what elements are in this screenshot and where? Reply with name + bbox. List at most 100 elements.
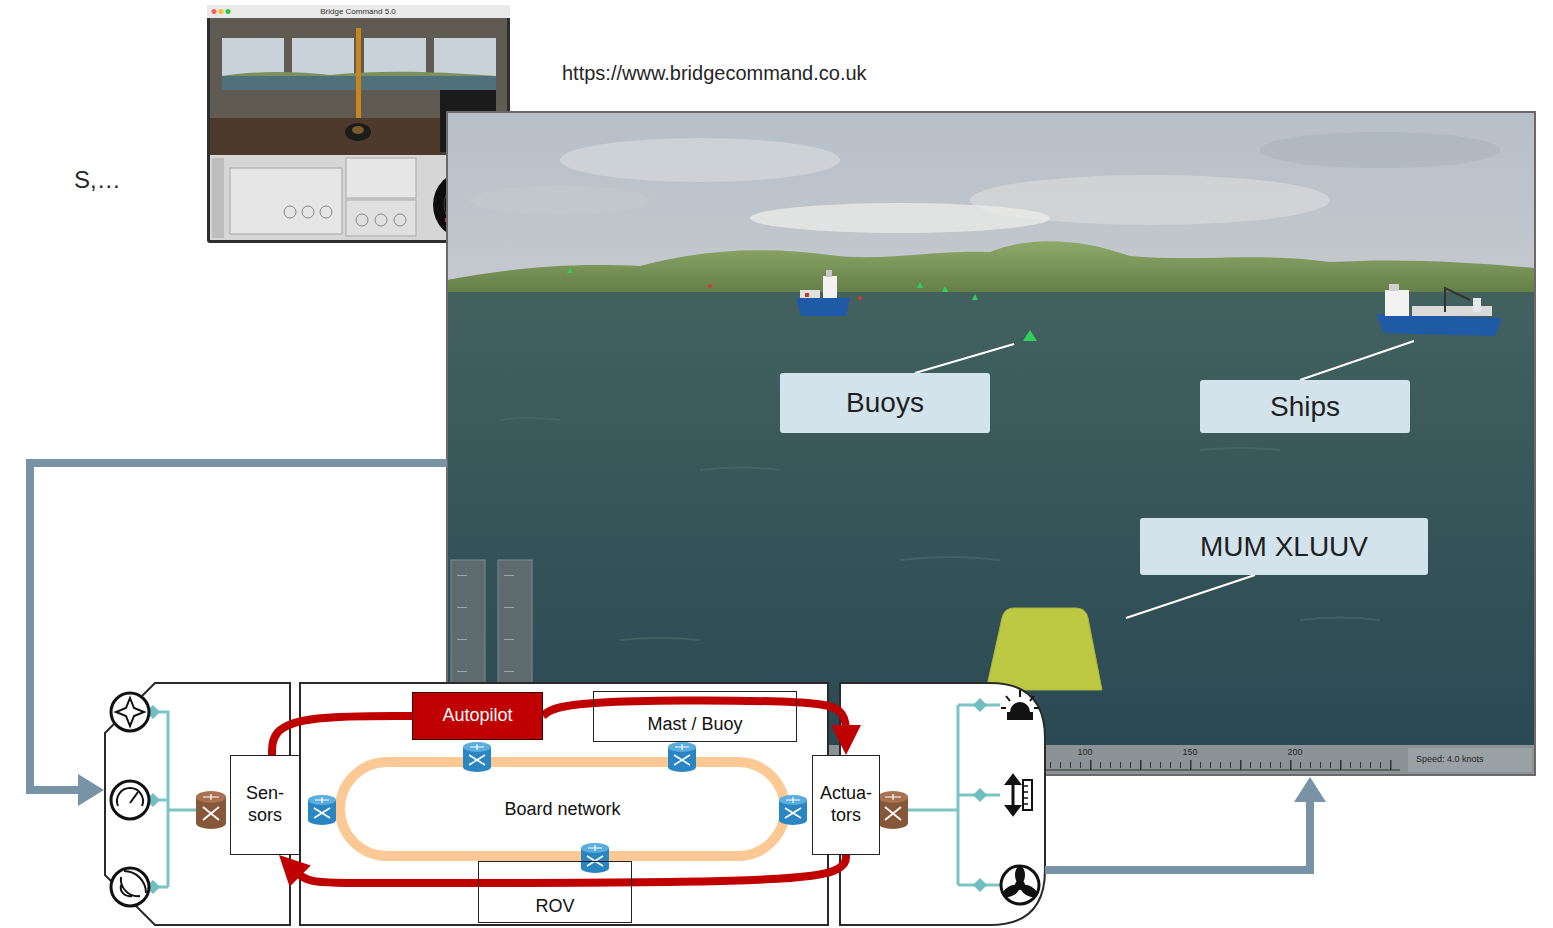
control-loop-arrow [293, 855, 846, 883]
actuators-box: Actua- tors [812, 755, 880, 855]
connector-diamond [973, 698, 987, 892]
simulator-thumbnail [375, 214, 387, 226]
sensor-icon [117, 788, 143, 806]
simulator-view [823, 276, 837, 298]
simulator-thumbnail [212, 9, 217, 14]
sensor-icon [111, 868, 149, 906]
connector-diamond [973, 698, 987, 712]
actuator-icon [1023, 786, 1028, 804]
simulator-thumbnail [346, 158, 416, 198]
switch-icon [463, 742, 491, 772]
simulator-view [708, 284, 712, 288]
simulator-view [826, 270, 832, 277]
autopilot-box: Autopilot [412, 692, 543, 740]
actuator-icon [1020, 884, 1038, 899]
module-box: Mast / Buoy [593, 691, 797, 742]
actuator-icon [1012, 781, 1015, 809]
sensor-icon [116, 698, 144, 726]
simulator-view [1040, 762, 1400, 768]
callout-leader [915, 344, 1014, 373]
sensors-box: Sen- sors [230, 755, 300, 855]
simulator-thumbnail [356, 214, 368, 226]
simulator-view [1040, 770, 1400, 771]
window-title: Bridge Command 5.0 [320, 7, 396, 16]
node-text: ROV [535, 896, 574, 918]
simulator-view [1040, 760, 1400, 770]
simulator-thumbnail [356, 28, 361, 124]
simulation-link-arrow [1045, 802, 1310, 870]
switch-icon [308, 795, 336, 825]
simulator-thumbnail [230, 168, 342, 234]
node-text: Mast / Buoy [647, 714, 742, 736]
network-ring [340, 762, 785, 856]
cut-off-text: S,… [74, 166, 121, 194]
simulator-view [1023, 330, 1037, 341]
actuator-wiring [908, 705, 1000, 885]
simulator-thumbnail [352, 126, 364, 134]
callout-leader [1300, 341, 1414, 380]
sensor-icon [111, 781, 149, 819]
sensor-icon [111, 693, 149, 731]
scale-number: 200 [1287, 747, 1302, 757]
vessel-outline [105, 683, 1045, 925]
simulator-view [800, 290, 820, 298]
url-label: https://www.bridgecommand.co.uk [562, 62, 867, 85]
simulator-view [750, 203, 1050, 233]
actuator-wiring [908, 705, 1000, 885]
simulator-view [1376, 314, 1502, 336]
control-loop-arrow [543, 700, 846, 735]
simulator-view [1385, 290, 1409, 316]
actuator-icon [1002, 884, 1020, 899]
node-text: Buoys [846, 386, 924, 420]
node-text: Sen- sors [236, 783, 294, 826]
simulation-link-arrow [78, 774, 104, 806]
node-text: Actua- tors [817, 783, 875, 826]
sensor-icon [111, 693, 149, 906]
router-icon [196, 791, 226, 829]
sensor-icon [121, 871, 146, 896]
actuator-icon [1001, 690, 1039, 708]
simulator-view [805, 293, 809, 297]
simulator-view [858, 296, 862, 300]
router-icon [878, 791, 908, 829]
actuator-icon [1006, 806, 1020, 815]
simulator-thumbnail [284, 206, 296, 218]
node-text: Ships [1270, 390, 1340, 424]
simulator-view [447, 112, 1535, 775]
callout-box: Buoys [780, 373, 990, 433]
scale-number: 150 [1182, 747, 1197, 757]
actuator-icon [1008, 713, 1032, 719]
switch-icon [779, 795, 807, 825]
simulator-view [1445, 288, 1470, 312]
simulator-thumbnail [320, 206, 332, 218]
simulator-view [942, 286, 948, 292]
simulator-thumbnail [219, 9, 224, 14]
simulator-view [1260, 132, 1500, 168]
actuator-icon [1001, 866, 1039, 904]
sensor-icon [130, 792, 138, 803]
simulator-view [917, 282, 923, 288]
actuator-icon [1011, 703, 1029, 712]
simulator-view [986, 608, 1102, 690]
module-box: ROV [478, 861, 632, 923]
callout-box: MUM XLUUV [1140, 518, 1428, 575]
simulator-view [560, 138, 840, 182]
simulator-thumbnail [302, 206, 314, 218]
simulation-link-arrow [30, 463, 447, 790]
simulator-thumbnail [207, 5, 510, 18]
network-ring: Board network [350, 772, 775, 848]
node-text: Autopilot [442, 705, 512, 727]
connector-diamond [973, 878, 987, 892]
simulator-view [447, 112, 1535, 775]
simulator-view [1473, 298, 1481, 312]
actuator-icon [1016, 867, 1024, 883]
simulation-link-arrow [30, 463, 1326, 870]
actuator-icon [1001, 866, 1039, 904]
simulator-view [447, 112, 1535, 775]
simulator-thumbnail [394, 214, 406, 226]
simulator-thumbnail [212, 158, 224, 238]
simulator-thumbnail [346, 200, 416, 236]
speed-readout: Speed: 4.0 knots [1416, 754, 1484, 764]
actuator-icon [1006, 775, 1020, 784]
